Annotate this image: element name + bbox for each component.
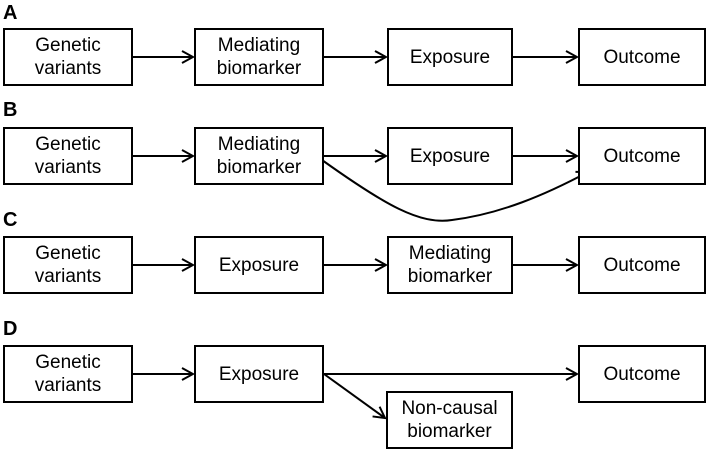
node-d-genetic-variants: Genetic variants bbox=[3, 345, 133, 403]
node-b-genetic-variants-label: Genetic variants bbox=[34, 134, 102, 178]
node-c-outcome-label: Outcome bbox=[603, 254, 681, 276]
node-d-noncausal-biomarker-label: Non-causal biomarker bbox=[401, 398, 498, 442]
node-a-mediating-biomarker: Mediating biomarker bbox=[194, 28, 324, 86]
panel-label-b: B bbox=[3, 99, 18, 121]
panel-label-c: C bbox=[3, 209, 18, 231]
node-b-outcome-label: Outcome bbox=[603, 145, 681, 167]
node-d-noncausal-biomarker: Non-causal biomarker bbox=[386, 391, 513, 449]
node-a-outcome: Outcome bbox=[578, 28, 706, 86]
node-c-mediating-biomarker: Mediating biomarker bbox=[387, 236, 513, 294]
node-a-exposure: Exposure bbox=[387, 28, 513, 86]
node-b-genetic-variants: Genetic variants bbox=[3, 127, 133, 185]
node-d-exposure: Exposure bbox=[194, 345, 324, 403]
node-d-outcome: Outcome bbox=[578, 345, 706, 403]
panel-label-d: D bbox=[3, 318, 18, 340]
node-c-outcome: Outcome bbox=[578, 236, 706, 294]
node-a-exposure-label: Exposure bbox=[409, 46, 491, 68]
node-d-outcome-label: Outcome bbox=[603, 363, 681, 385]
arrow-d-exposure-to-noncausal bbox=[323, 373, 385, 418]
node-c-exposure: Exposure bbox=[194, 236, 324, 294]
node-b-exposure-label: Exposure bbox=[409, 145, 491, 167]
node-b-mediating-biomarker-label: Mediating biomarker bbox=[216, 134, 302, 178]
node-c-genetic-variants-label: Genetic variants bbox=[34, 243, 102, 287]
node-b-outcome: Outcome bbox=[578, 127, 706, 185]
node-b-exposure: Exposure bbox=[387, 127, 513, 185]
node-d-exposure-label: Exposure bbox=[218, 363, 300, 385]
arrow-b-mediating-to-outcome-curve bbox=[321, 159, 588, 222]
node-a-genetic-variants: Genetic variants bbox=[3, 28, 133, 86]
node-c-exposure-label: Exposure bbox=[218, 254, 300, 276]
node-a-genetic-variants-label: Genetic variants bbox=[34, 35, 102, 79]
panel-label-a: A bbox=[3, 2, 18, 24]
node-a-outcome-label: Outcome bbox=[603, 46, 681, 68]
node-b-mediating-biomarker: Mediating biomarker bbox=[194, 127, 324, 185]
node-c-genetic-variants: Genetic variants bbox=[3, 236, 133, 294]
node-d-genetic-variants-label: Genetic variants bbox=[34, 352, 102, 396]
node-c-mediating-biomarker-label: Mediating biomarker bbox=[407, 243, 493, 287]
node-a-mediating-biomarker-label: Mediating biomarker bbox=[216, 35, 302, 79]
